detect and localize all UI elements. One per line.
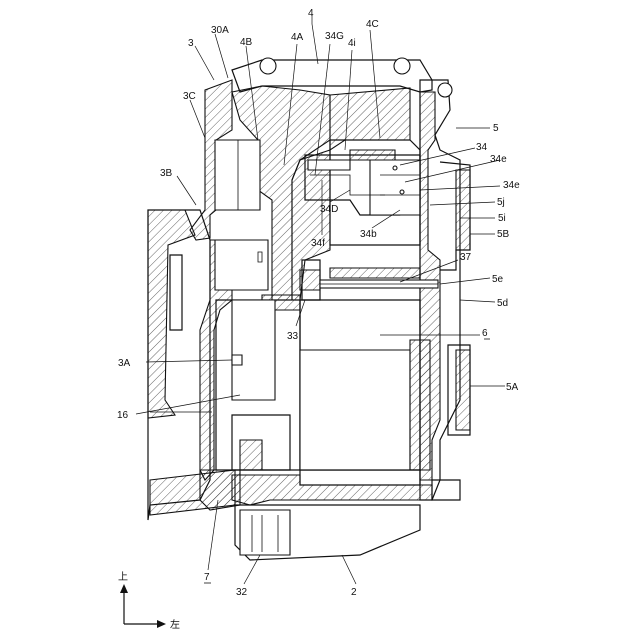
label-3: 3 <box>188 38 194 49</box>
label-4C: 4C <box>366 19 379 30</box>
label-3B: 3B <box>160 168 173 179</box>
gear-6 <box>300 300 430 485</box>
label-7: 7 <box>204 572 210 583</box>
direction-up-label: 上 <box>118 571 128 583</box>
label-6: 6 <box>482 328 488 339</box>
label-4: 4 <box>308 8 314 19</box>
label-37: 37 <box>460 252 472 263</box>
direction-indicator: 上 左 <box>118 571 180 631</box>
label-5d: 5d <box>497 298 508 309</box>
label-4B: 4B <box>240 37 253 48</box>
label-34G: 34G <box>325 31 344 42</box>
label-34e-top: 34e <box>490 154 507 165</box>
label-4A: 4A <box>291 32 304 43</box>
label-5j: 5j <box>497 197 505 208</box>
label-5B: 5B <box>497 229 510 240</box>
label-34e-mid: 34e <box>503 180 520 191</box>
label-5i: 5i <box>498 213 506 224</box>
label-5e: 5e <box>492 274 504 285</box>
label-34f: 34f <box>311 238 325 249</box>
label-4i: 4i <box>348 38 356 49</box>
label-34: 34 <box>476 142 488 153</box>
label-33: 33 <box>287 331 299 342</box>
bottom-housing <box>232 475 432 560</box>
shaft-assembly <box>300 260 438 300</box>
label-34D: 34D <box>320 204 338 215</box>
direction-left-label: 左 <box>170 618 180 631</box>
label-30A: 30A <box>211 25 229 36</box>
label-2: 2 <box>351 587 357 598</box>
label-16: 16 <box>117 410 129 421</box>
label-3A: 3A <box>118 358 131 369</box>
label-32: 32 <box>236 587 248 598</box>
label-5A: 5A <box>506 382 519 393</box>
label-3C: 3C <box>183 91 196 102</box>
label-5: 5 <box>493 123 499 134</box>
label-34b: 34b <box>360 229 377 240</box>
